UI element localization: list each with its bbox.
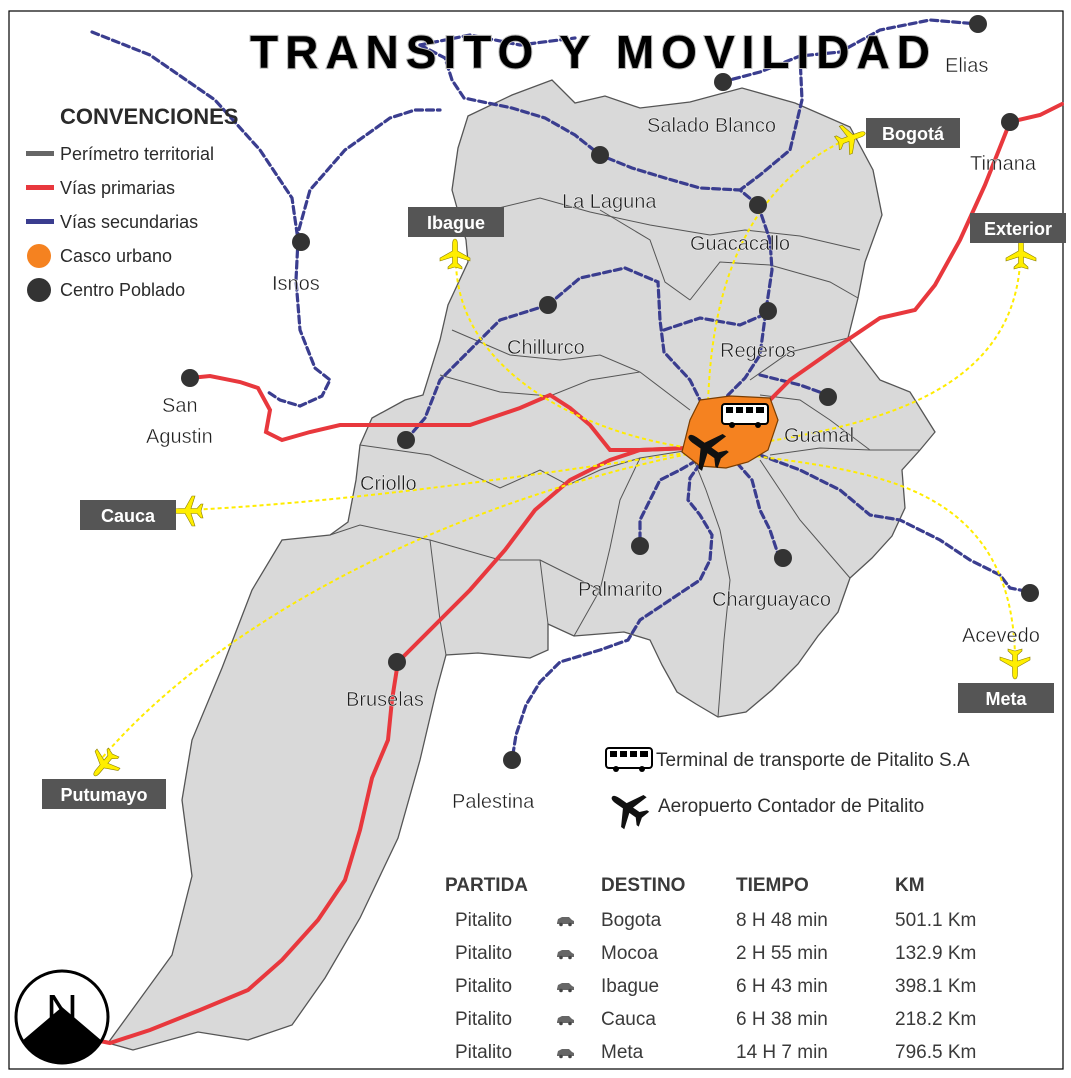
destination-badge-cauca: Cauca (80, 500, 176, 530)
legend-item: Vías primarias (26, 178, 175, 198)
destination-badge-ibague: Ibague (408, 207, 504, 237)
place-label-chillurco: Chillurco (507, 337, 585, 359)
legend-item: Vías secundarias (26, 212, 198, 232)
place-label-san-agustin-line2: Agustin (146, 426, 213, 448)
compass-label: N (46, 986, 78, 1035)
cell-time: 6 H 43 min (736, 976, 828, 997)
cell-destination: Mocoa (601, 943, 658, 964)
cell-time: 6 H 38 min (736, 1009, 828, 1030)
place-label-guamal: Guamal (784, 425, 854, 447)
cell-time: 14 H 7 min (736, 1042, 828, 1063)
table-header-origin: PARTIDA (445, 875, 528, 896)
table-header-time: TIEMPO (736, 875, 809, 896)
destination-badge-meta: Meta (958, 683, 1054, 713)
bus-terminal-icon (721, 403, 769, 428)
cell-km: 796.5 Km (895, 1042, 976, 1063)
table-row: Pitalito Mocoa 2 H 55 min 132.9 Km (455, 943, 976, 964)
cell-destination: Bogota (601, 910, 662, 931)
svg-text:Cauca: Cauca (101, 506, 156, 526)
legend-item-label: Casco urbano (60, 246, 172, 266)
primary-roads (93, 102, 1064, 1046)
destination-badge-putumayo: Putumayo (42, 779, 166, 809)
key-airport: Aeropuerto Contador de Pitalito (611, 795, 924, 830)
place-label-la-laguna: La Laguna (562, 191, 657, 213)
secondary-roads (90, 18, 1032, 762)
legend-line-swatch (26, 185, 54, 190)
cell-origin: Pitalito (455, 943, 512, 964)
populated-centers (181, 15, 1039, 769)
place-label-charguayaco: Charguayaco (712, 589, 831, 611)
table-row: Pitalito Bogota 8 H 48 min 501.1 Km (455, 910, 976, 931)
place-label-bruselas: Bruselas (346, 689, 424, 711)
map-title: TRANSITO Y MOVILIDAD (250, 26, 937, 78)
cell-destination: Ibague (601, 976, 659, 997)
svg-text:Meta: Meta (985, 689, 1027, 709)
svg-text:Aeropuerto Contador de Pitalit: Aeropuerto Contador de Pitalito (658, 796, 924, 817)
place-label-palmarito: Palmarito (578, 579, 662, 601)
legend-line-swatch (26, 151, 54, 156)
table-row: Pitalito Meta 14 H 7 min 796.5 Km (455, 1042, 976, 1063)
table-row: Pitalito Ibague 6 H 43 min 398.1 Km (455, 976, 976, 997)
legend-item-label: Vías secundarias (60, 212, 198, 232)
legend-item: Centro Poblado (27, 278, 185, 302)
cell-destination: Cauca (601, 1009, 656, 1030)
destination-badge-bogota: Bogotá (866, 118, 960, 148)
place-label-salado-blanco: Salado Blanco (647, 115, 776, 137)
place-label-elias: Elias (945, 55, 988, 77)
table-header-km: KM (895, 875, 925, 896)
place-label-isnos: Isnos (272, 273, 320, 295)
place-label-palestina: Palestina (452, 791, 535, 813)
svg-text:Putumayo: Putumayo (60, 785, 147, 805)
table-header-destination: DESTINO (601, 875, 685, 896)
table-row: Pitalito Cauca 6 H 38 min 218.2 Km (455, 1009, 976, 1030)
key-terminal: Terminal de transporte de Pitalito S.A (605, 747, 970, 772)
destination-badge-exterior: Exterior (970, 213, 1066, 243)
north-arrow-icon: N (14, 969, 110, 1065)
cell-origin: Pitalito (455, 1009, 512, 1030)
place-label-timana: Timana (970, 153, 1037, 175)
place-label-guacacallo: Guacacallo (690, 233, 790, 255)
svg-text:Exterior: Exterior (984, 219, 1052, 239)
cell-km: 218.2 Km (895, 1009, 976, 1030)
place-label-criollo: Criollo (360, 473, 417, 495)
cell-km: 132.9 Km (895, 943, 976, 964)
legend-line-swatch (26, 219, 54, 224)
place-labels: Elias Salado Blanco Timana La Laguna Gua… (146, 55, 1040, 813)
legend-item-label: Centro Poblado (60, 280, 185, 300)
svg-text:Ibague: Ibague (427, 213, 485, 233)
legend-title: CONVENCIONES (60, 104, 238, 129)
cell-time: 2 H 55 min (736, 943, 828, 964)
cell-origin: Pitalito (455, 1042, 512, 1063)
map-frame (8, 10, 1064, 1070)
legend-item: Perímetro territorial (26, 144, 214, 164)
cell-destination: Meta (601, 1042, 644, 1063)
cell-origin: Pitalito (455, 910, 512, 931)
legend-item-label: Vías primarias (60, 178, 175, 198)
legend-item-label: Perímetro territorial (60, 144, 214, 164)
legend-dot-swatch (27, 244, 51, 268)
place-label-acevedo: Acevedo (962, 625, 1040, 647)
legend-dot-swatch (27, 278, 51, 302)
place-label-san-agustin-line1: San (162, 395, 198, 417)
cell-km: 501.1 Km (895, 910, 976, 931)
airport-icon (688, 434, 729, 471)
svg-text:Terminal de transporte de Pita: Terminal de transporte de Pitalito S.A (656, 750, 970, 771)
cell-origin: Pitalito (455, 976, 512, 997)
cell-time: 8 H 48 min (736, 910, 828, 931)
routes-table: PARTIDA DESTINO TIEMPO KM Pitalito Bogota… (445, 875, 976, 1063)
svg-text:Bogotá: Bogotá (882, 124, 945, 144)
legend-item: Casco urbano (27, 244, 172, 268)
cell-km: 398.1 Km (895, 976, 976, 997)
place-label-regeros: Regeros (720, 340, 796, 362)
